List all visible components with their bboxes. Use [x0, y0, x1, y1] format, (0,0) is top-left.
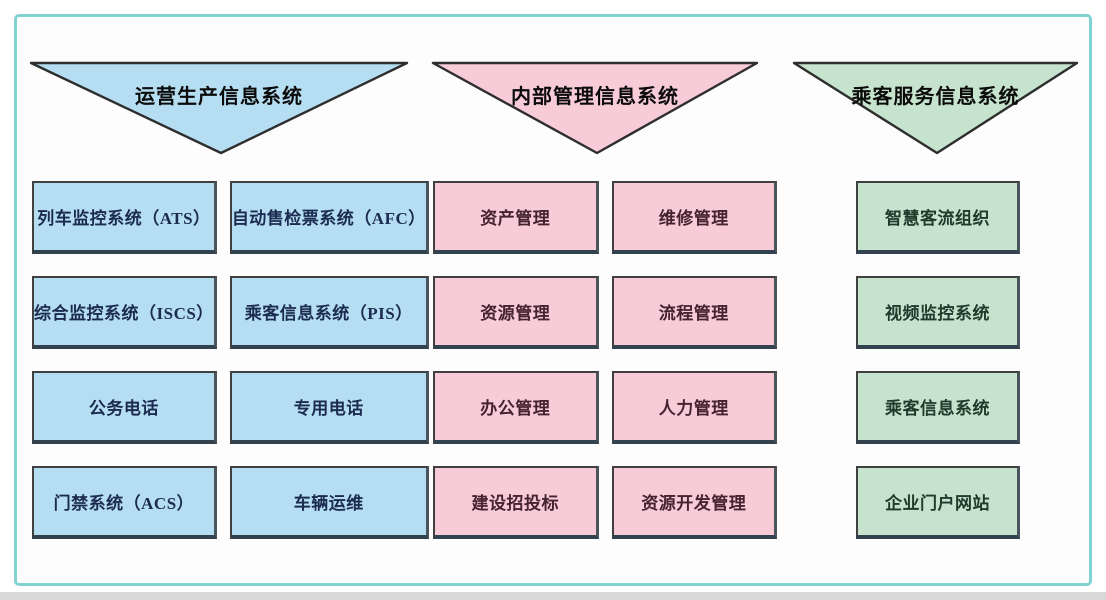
triangle-shape	[431, 61, 759, 155]
system-box-pis: 乘客信息系统（PIS）	[229, 276, 429, 349]
group-boxes-internal: 资产管理 维修管理 资源管理 流程管理 办公管理 人力管理 建设招投标 资源开发…	[433, 181, 777, 539]
system-box-acs: 门禁系统（ACS）	[32, 466, 217, 539]
group-title-passenger: 乘客服务信息系统	[851, 86, 1020, 108]
system-box-iscs: 综合监控系统（ISCS）	[32, 276, 217, 349]
category-triangle-operation: 运营生产信息系统	[28, 58, 410, 158]
system-box-maintenance-mgmt: 维修管理	[611, 181, 777, 254]
system-box-process-mgmt: 流程管理	[611, 276, 777, 349]
group-title-operation: 运营生产信息系统	[135, 86, 303, 108]
bottom-edge-strip	[0, 592, 1106, 600]
system-box-resource-mgmt: 资源管理	[433, 276, 599, 349]
triangle-shape	[29, 61, 409, 155]
group-title-internal: 内部管理信息系统	[511, 86, 679, 108]
category-triangle-internal: 内部管理信息系统	[430, 58, 760, 158]
category-triangle-passenger: 乘客服务信息系统	[791, 58, 1080, 158]
system-box-enterprise-portal: 企业门户网站	[856, 466, 1020, 539]
system-box-video-surveillance: 视频监控系统	[856, 276, 1020, 349]
group-boxes-operation: 列车监控系统（ATS） 自动售检票系统（AFC） 综合监控系统（ISCS） 乘客…	[32, 181, 429, 539]
group-boxes-passenger: 智慧客流组织 视频监控系统 乘客信息系统 企业门户网站	[856, 181, 1020, 539]
system-box-passenger-info: 乘客信息系统	[856, 371, 1020, 444]
triangle-shape	[792, 61, 1079, 155]
system-box-office-mgmt: 办公管理	[433, 371, 599, 444]
system-box-dedicated-phone: 专用电话	[229, 371, 429, 444]
system-box-afc: 自动售检票系统（AFC）	[229, 181, 429, 254]
system-box-hr-mgmt: 人力管理	[611, 371, 777, 444]
system-box-asset-mgmt: 资产管理	[433, 181, 599, 254]
system-box-vehicle-ops: 车辆运维	[229, 466, 429, 539]
system-box-smart-flow: 智慧客流组织	[856, 181, 1020, 254]
system-box-ats: 列车监控系统（ATS）	[32, 181, 217, 254]
system-box-construction-bidding: 建设招投标	[433, 466, 599, 539]
system-box-resource-development: 资源开发管理	[611, 466, 777, 539]
system-box-official-phone: 公务电话	[32, 371, 217, 444]
